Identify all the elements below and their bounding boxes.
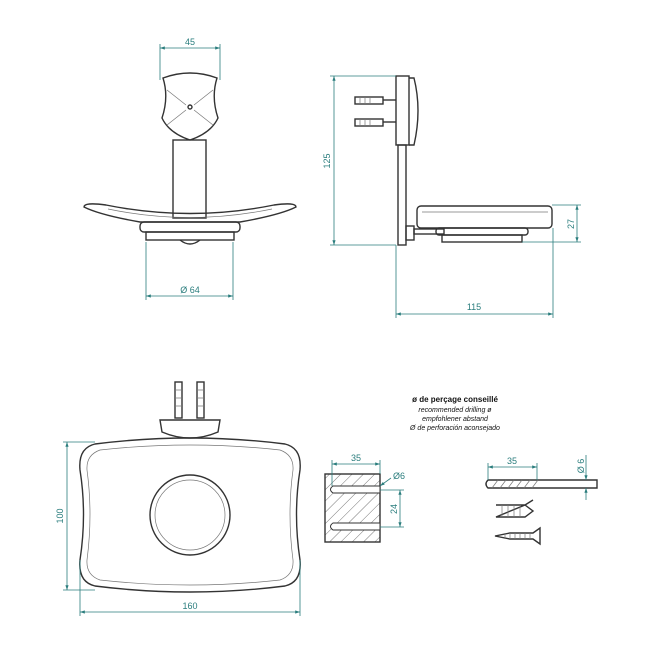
dim-front-width: 45 <box>185 37 195 47</box>
plate-view: 100 160 <box>55 381 301 616</box>
front-view: 45 Ø 64 <box>83 37 297 300</box>
dim-drill-depth: 35 <box>507 456 517 466</box>
svg-text:recommended drilling ø: recommended drilling ø <box>418 407 492 414</box>
dim-side-depth: 115 <box>467 302 481 312</box>
svg-text:ø de perçage conseillé: ø de perçage conseillé <box>412 395 498 404</box>
wall-anchor-icon <box>174 381 205 419</box>
wall-anchor-icon <box>354 96 396 127</box>
dim-front-diameter: Ø 64 <box>180 285 200 295</box>
wall-plug-icon <box>495 499 535 518</box>
drill-bit-icon <box>485 479 598 489</box>
dim-wall-hole-diameter: Ø6 <box>393 471 405 481</box>
dim-wall-depth: 35 <box>351 453 361 463</box>
dim-plate-width: 160 <box>182 601 197 611</box>
svg-text:Ø de perforación aconsejado: Ø de perforación aconsejado <box>409 425 500 432</box>
dim-plate-height: 100 <box>55 508 65 523</box>
dim-side-height: 125 <box>322 153 332 168</box>
dim-drill-diameter: Ø 6 <box>576 459 586 474</box>
wall-section: 35 Ø6 24 <box>324 453 405 543</box>
screw-icon <box>494 526 541 546</box>
dim-side-tray-height: 27 <box>566 219 576 229</box>
hardware: 35 Ø 6 <box>485 455 598 546</box>
svg-text:empfohlener abstand: empfohlener abstand <box>422 416 489 423</box>
side-view: 125 27 115 <box>322 75 581 318</box>
drilling-note: ø de perçage conseillé recommended drill… <box>409 395 500 432</box>
dim-wall-hole-spacing: 24 <box>389 504 399 514</box>
